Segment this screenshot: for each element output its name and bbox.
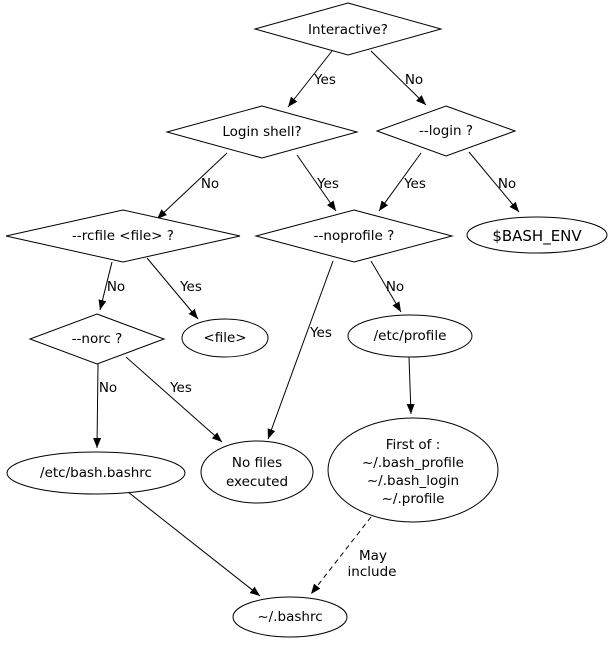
edge-login-flag-yes [378, 152, 422, 212]
diamond-interactive [253, 2, 443, 56]
node-rcfile: --rcfile <file> ? [5, 209, 241, 263]
diamond-rcfile [5, 209, 241, 263]
node-label-no-files-line1: No files [232, 455, 282, 471]
edge-label-interactive-yes: Yes [313, 72, 336, 88]
edge-labels: Yes No No Yes Yes No No Yes No Yes No Ye… [99, 72, 516, 580]
edge-label-may-include-line1: May [359, 548, 387, 564]
ellipse-bash-env [466, 216, 608, 254]
edge-label-interactive-no: No [405, 72, 423, 88]
ellipse-bashrc [232, 596, 348, 638]
edge-label-login-shell-no: No [201, 176, 219, 192]
edge-label-may-include-line2: include [348, 564, 397, 580]
edge-label-rcfile-no: No [107, 279, 125, 295]
edge-rcfile-no [98, 261, 113, 311]
edge-login-shell-yes [296, 154, 337, 212]
edge-login-flag-no [468, 151, 520, 213]
node-label-first-of-line2: ~/.bash_profile [362, 455, 464, 471]
ellipse-etc-profile [347, 314, 473, 358]
diamond-noprofile [254, 209, 454, 263]
edge-noprofile-no [370, 260, 402, 313]
ellipse-file [181, 318, 269, 358]
ellipse-no-files-executed [200, 440, 314, 504]
diamond-login-flag [375, 105, 517, 157]
ellipse-etc-bash-bashrc [6, 451, 186, 495]
edge-label-noprofile-yes: Yes [309, 325, 332, 341]
edge-label-norc-no: No [99, 380, 117, 396]
node-noprofile: --noprofile ? [254, 209, 454, 263]
edge-label-rcfile-yes: Yes [179, 279, 202, 295]
node-label-first-of-line3: ~/.bash_login [367, 473, 459, 489]
node-etc-bash-bashrc: /etc/bash.bashrc [6, 451, 186, 495]
node-no-files-executed: No files executed [200, 440, 314, 504]
node-label-etc-bash-bashrc: /etc/bash.bashrc [40, 465, 152, 481]
node-label-first-of-line4: ~/.profile [382, 491, 445, 507]
node-label-noprofile: --noprofile ? [314, 228, 395, 244]
node-label-interactive: Interactive? [308, 22, 388, 38]
node-label-bashrc: ~/.bashrc [257, 609, 322, 625]
node-file: <file> [181, 318, 269, 358]
node-label-bash-env: $BASH_ENV [492, 227, 582, 246]
edge-label-noprofile-no: No [386, 279, 404, 295]
node-interactive: Interactive? [253, 2, 443, 56]
node-label-norc: --norc ? [72, 331, 123, 347]
edge-login-shell-no [156, 152, 228, 220]
node-label-file: <file> [203, 330, 246, 346]
node-login-flag: --login ? [375, 105, 517, 157]
edge-label-login-shell-yes: Yes [316, 176, 339, 192]
ellipse-first-of [327, 417, 499, 523]
node-label-first-of-line1: First of : [386, 437, 441, 453]
node-bash-env: $BASH_ENV [466, 216, 608, 254]
node-label-login-shell: Login shell? [222, 124, 301, 140]
edge-label-norc-yes: Yes [169, 380, 192, 396]
edge-etcprofile-to-firstof [406, 356, 415, 415]
node-login-shell: Login shell? [165, 105, 359, 159]
edges [93, 50, 520, 597]
edge-norc-no [93, 363, 102, 449]
node-first-of: First of : ~/.bash_profile ~/.bash_login… [327, 417, 499, 523]
edge-interactive-no [370, 50, 427, 106]
node-etc-profile: /etc/profile [347, 314, 473, 358]
edge-rcfile-yes [146, 257, 199, 320]
edge-etcbashbashrc-to-bashrc [127, 491, 261, 597]
edge-norc-yes [125, 356, 223, 443]
edge-firstof-to-bashrc-may-include [310, 516, 372, 595]
diamond-login-shell [165, 105, 359, 159]
edge-label-login-flag-yes: Yes [403, 176, 426, 192]
edge-noprofile-yes [267, 260, 334, 440]
edge-label-login-flag-no: No [498, 176, 516, 192]
node-label-etc-profile: /etc/profile [374, 328, 447, 344]
node-label-no-files-line2: executed [226, 474, 288, 490]
node-label-login-flag: --login ? [419, 123, 473, 139]
node-label-rcfile: --rcfile <file> ? [72, 228, 174, 244]
node-norc: --norc ? [28, 313, 166, 365]
edge-interactive-yes [287, 50, 333, 108]
diamond-norc [28, 313, 166, 365]
node-bashrc: ~/.bashrc [232, 596, 348, 638]
